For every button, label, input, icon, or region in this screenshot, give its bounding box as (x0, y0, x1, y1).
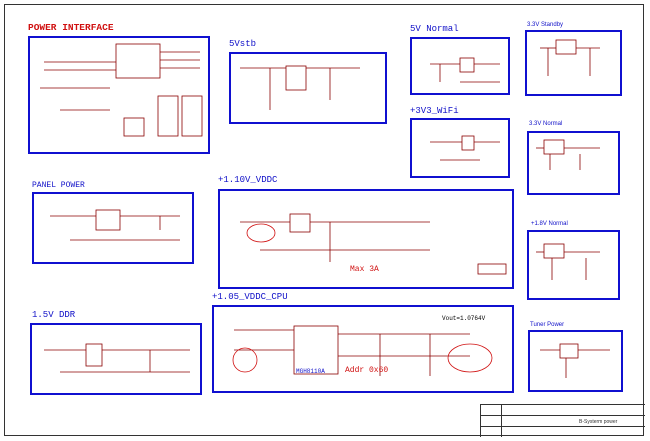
v5-normal-title: 5V Normal (410, 24, 459, 34)
vddc-cpu-block (212, 305, 514, 393)
vstb-block (229, 52, 387, 124)
v33-normal-block (527, 131, 620, 195)
vddc-cpu-chip-label: MGH8110A (296, 368, 325, 375)
panel-power-title: PANEL POWER (32, 181, 85, 190)
title-block-sheet: B-Systerm power (579, 419, 618, 425)
power-interface-block (28, 36, 210, 154)
title-block: B-Systerm power (480, 404, 645, 437)
v3v3-wifi-title: +3V3_WiFi (410, 106, 459, 116)
vddc-cpu-vout: Vout=1.0764V (442, 315, 486, 322)
vddc-110-title: +1.10V_VDDC (218, 175, 278, 185)
schematic-frame (4, 4, 644, 436)
v15-ddr-block (30, 323, 202, 395)
vddc-110-block (218, 189, 514, 289)
v33-standby-block (525, 30, 622, 96)
v15-ddr-title: 1.5V DDR (32, 310, 76, 320)
panel-power-block (32, 192, 194, 264)
vstb-title: 5Vstb (229, 39, 257, 49)
vddc-110-max-note: Max 3A (350, 265, 379, 274)
v33-normal-title: 3.3V Normal (529, 121, 563, 127)
tuner-power-title: Tuner Power (530, 322, 565, 328)
v18-normal-block (527, 230, 620, 300)
v33-standby-title: 3.3V Standby (527, 22, 564, 28)
tuner-power-block (528, 330, 623, 392)
v5-normal-block (410, 37, 510, 95)
v3v3-wifi-block (410, 118, 510, 178)
vddc-cpu-title: +1.05_VDDC_CPU (212, 292, 288, 302)
v18-normal-title: +1.8V Normal (531, 221, 568, 227)
power-interface-title: POWER INTERFACE (28, 22, 114, 33)
vddc-cpu-addr: Addr 0x60 (345, 366, 389, 375)
